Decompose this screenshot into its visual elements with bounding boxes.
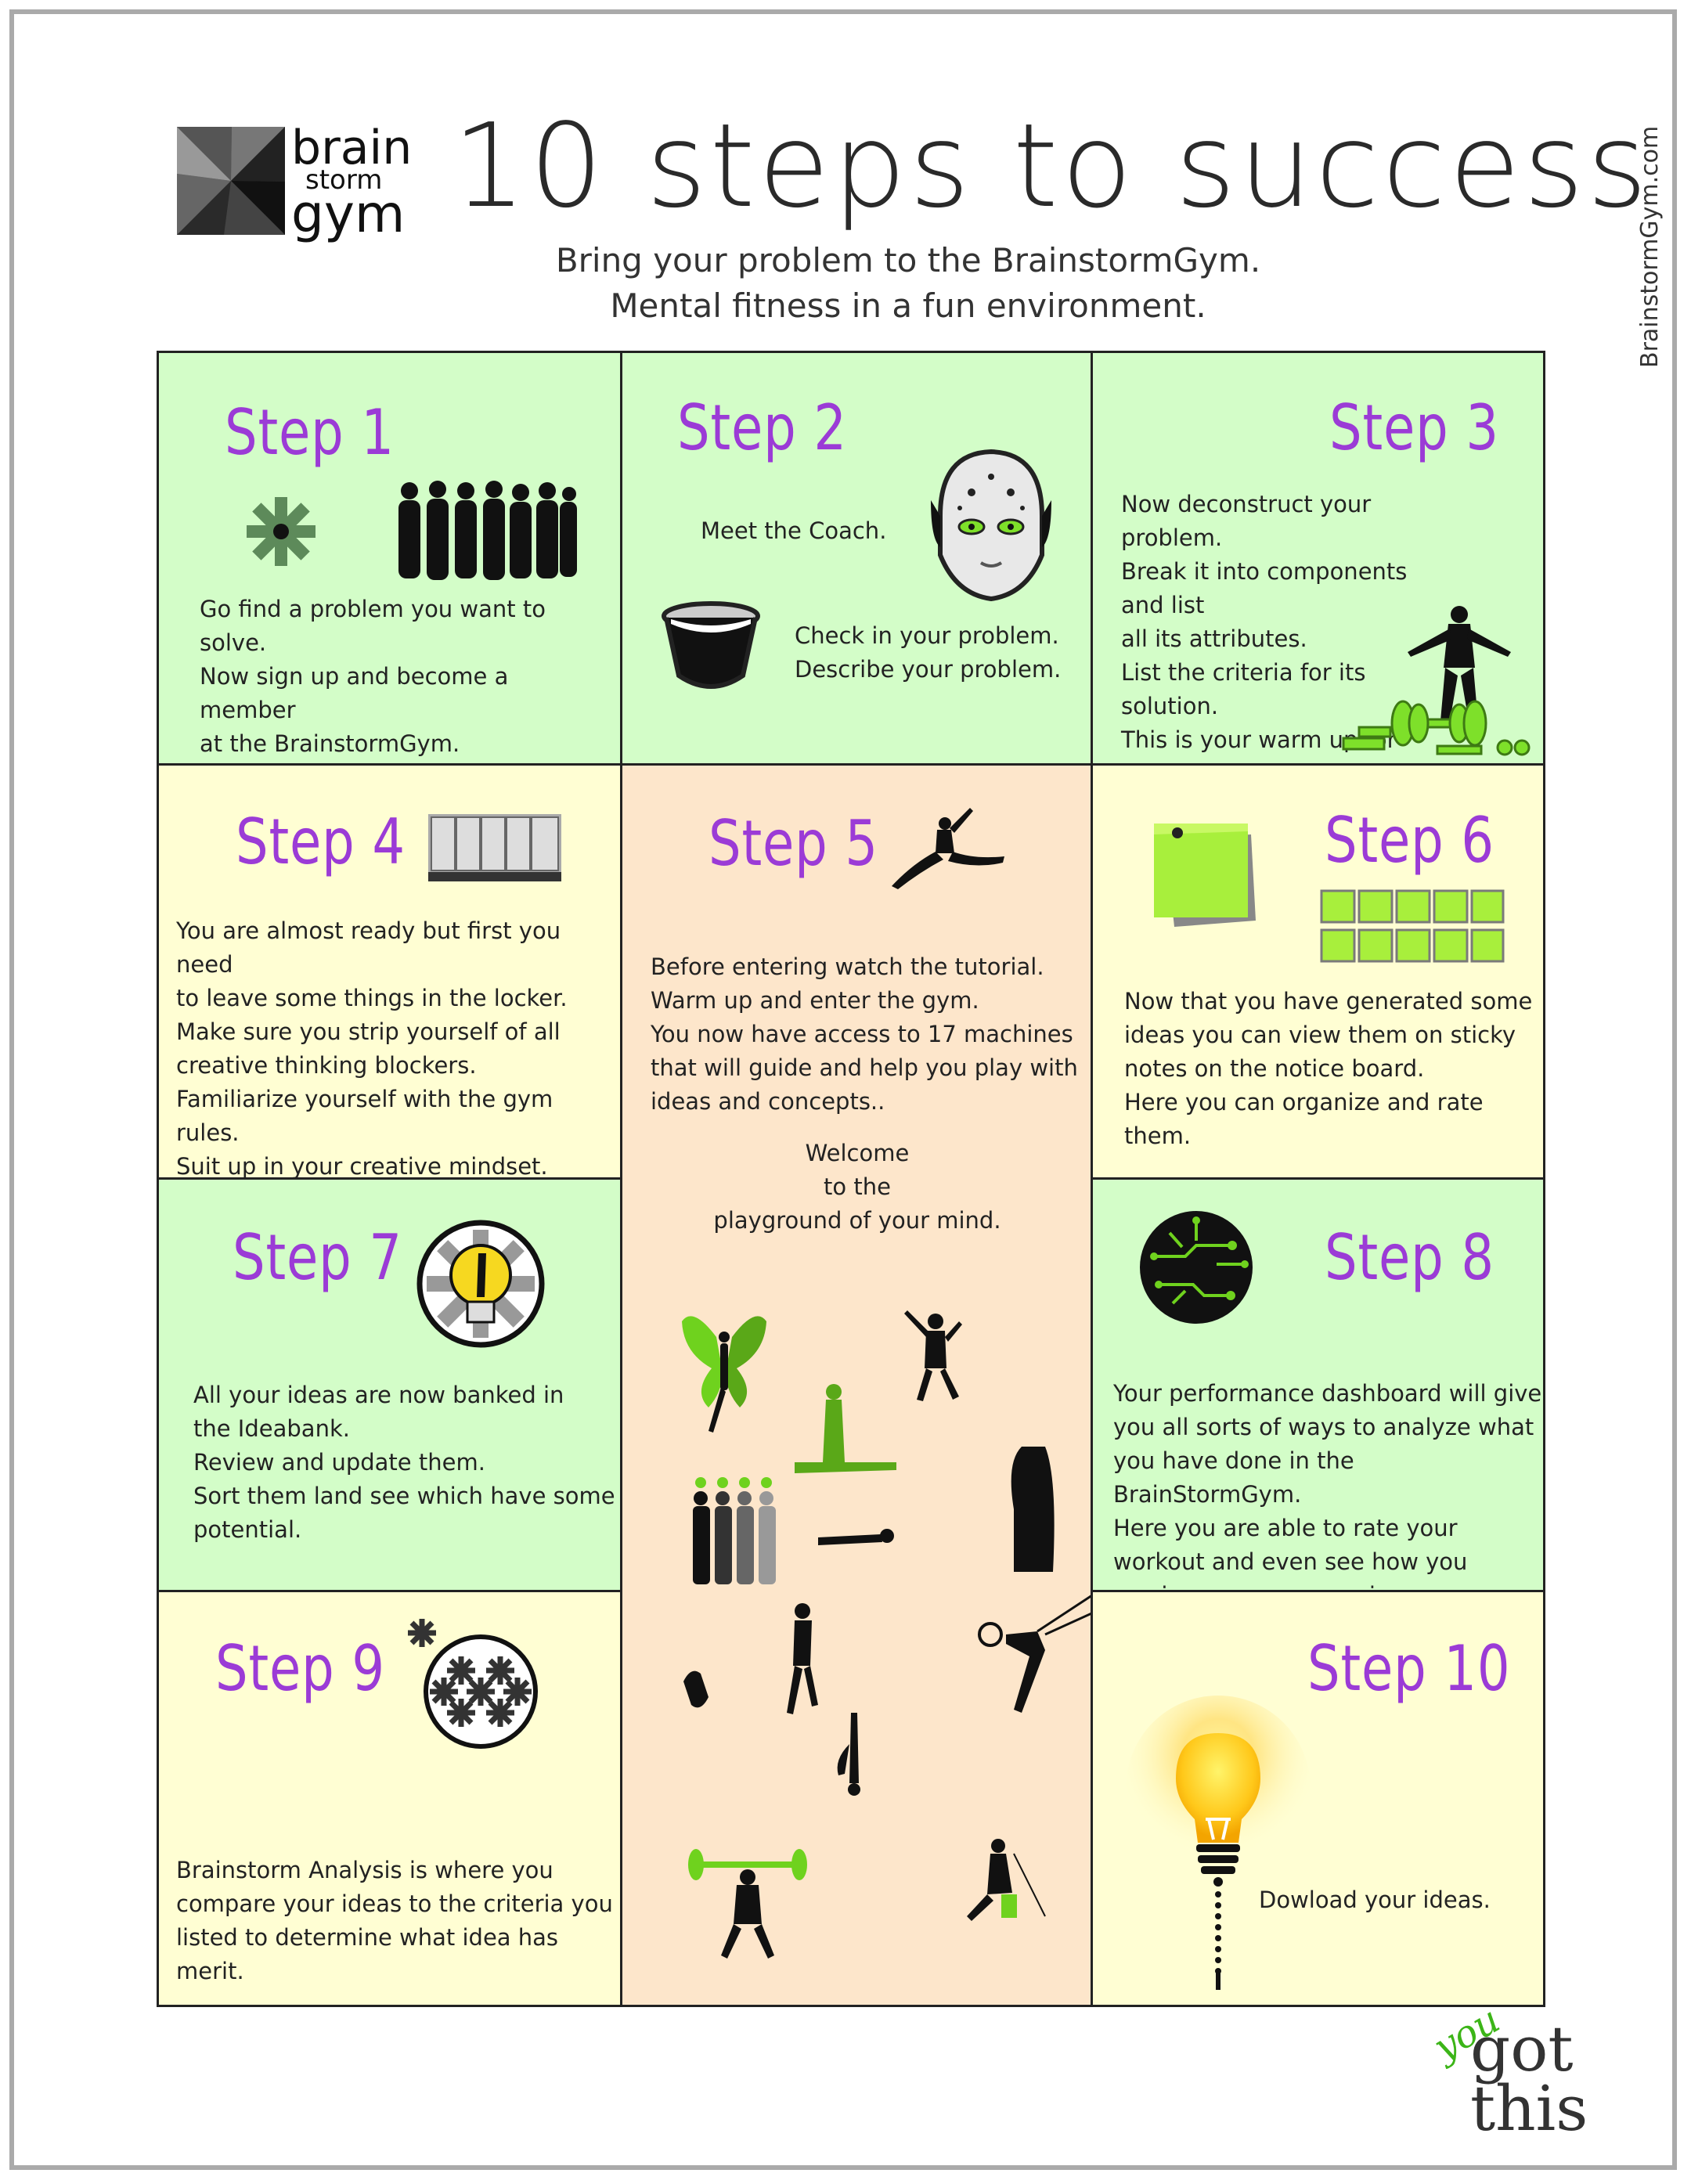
step-9-title: Step 9 bbox=[215, 1632, 385, 1705]
side-url: BrainstormGym.com bbox=[1636, 125, 1664, 368]
footer-got: got bbox=[1470, 2013, 1574, 2085]
step-4-title: Step 4 bbox=[236, 805, 406, 878]
idea-bulb-badge-icon bbox=[416, 1220, 545, 1348]
dumbbells-icon bbox=[1342, 700, 1531, 756]
step-9-text: Brainstorm Analysis is where you compare… bbox=[176, 1857, 613, 1984]
circuit-badge-icon bbox=[1140, 1211, 1253, 1324]
sticky-note-icon bbox=[1154, 824, 1256, 927]
athlete-icon bbox=[1408, 606, 1511, 721]
step-8-text: Your performance dashboard will give you… bbox=[1113, 1380, 1542, 1609]
step-1-cell: Step 1 Go find a problem you want to sol… bbox=[157, 351, 622, 766]
step-3-cell: Step 3 Now deconstruct your problem. Bre… bbox=[1091, 351, 1545, 787]
step-9-cell: Step 9 Brainstorm Analysis is where you … bbox=[157, 1590, 622, 2007]
step-7-title: Step 7 bbox=[233, 1221, 402, 1294]
sticky-notes-grid-icon bbox=[1320, 889, 1505, 963]
subtitle-line-1: Bring your problem to the BrainstormGym. bbox=[555, 241, 1261, 279]
step-6-cell: Step 6 Now that you have generated some … bbox=[1091, 763, 1545, 1180]
step-10-title: Step 10 bbox=[1307, 1632, 1511, 1705]
step-1-title: Step 1 bbox=[225, 396, 395, 469]
step-5-text: Before entering watch the tutorial. Warm… bbox=[651, 953, 1078, 1115]
logo-mark-icon bbox=[177, 127, 285, 235]
logo-wordmark: brain storm gym bbox=[291, 121, 413, 244]
step-5-title: Step 5 bbox=[708, 807, 878, 880]
step-2-cell: Step 2 Meet the Coach. Check in your pro… bbox=[620, 351, 1093, 766]
step-1-text: Go find a problem you want to solve. Now… bbox=[200, 596, 546, 757]
group-silhouette-icon bbox=[398, 481, 577, 580]
gym-figures-icon bbox=[682, 1310, 1098, 1959]
step-10-cell: Step 10 bbox=[1091, 1590, 1545, 2007]
step-4-cell: Step 4 You are almost ready but first yo… bbox=[157, 763, 622, 1213]
page-frame bbox=[9, 9, 1677, 2170]
step-2-coach-text: Meet the Coach. bbox=[701, 517, 887, 544]
step-8-title: Step 8 bbox=[1325, 1221, 1494, 1294]
step-2-title: Step 2 bbox=[677, 391, 847, 464]
subtitle-line-2: Mental fitness in a fun environment. bbox=[610, 287, 1206, 325]
page-title: 10 steps to success bbox=[452, 99, 1651, 233]
step-6-text: Now that you have generated some ideas y… bbox=[1124, 988, 1533, 1149]
snowflake-badge-icon bbox=[408, 1619, 538, 1749]
glowing-bulb-icon bbox=[1126, 1696, 1311, 1990]
step-8-cell: Step 8 Your performance dashboard will g… bbox=[1091, 1177, 1545, 1609]
step-6-title: Step 6 bbox=[1325, 804, 1494, 877]
footer-got-this: got this bbox=[1470, 2013, 1588, 2145]
locker-icon bbox=[428, 814, 561, 881]
step-2-checkin-text: Check in your problem. Describe your pro… bbox=[795, 622, 1062, 683]
step-3-title: Step 3 bbox=[1329, 391, 1499, 464]
logo-storm: storm bbox=[305, 164, 383, 196]
bucket-icon bbox=[662, 601, 760, 689]
logo-brain: brain bbox=[291, 121, 413, 175]
step-10-text: Dowload your ideas. bbox=[1259, 1887, 1491, 1913]
asterisk-icon bbox=[247, 497, 315, 566]
leaping-dancer-icon bbox=[892, 808, 1004, 889]
subtitle: Bring your problem to the BrainstormGym.… bbox=[438, 238, 1378, 329]
steps-grid: Step 1 Go find a problem you want to sol… bbox=[157, 351, 1545, 2007]
footer-this: this bbox=[1470, 2072, 1588, 2145]
step-7-text: All your ideas are now banked in the Ide… bbox=[193, 1382, 615, 1543]
step-4-text: You are almost ready but first you need … bbox=[176, 917, 568, 1213]
brand-logo: brain storm gym bbox=[177, 124, 412, 240]
step-5-welcome: Welcome to the playground of your mind. bbox=[713, 1140, 1001, 1234]
step-7-cell: Step 7 All your ideas are now banked in … bbox=[157, 1177, 622, 1592]
coach-face-icon bbox=[931, 449, 1051, 602]
step-5-cell: Step 5 Before entering watch the tutoria… bbox=[620, 763, 1098, 2007]
logo-gym: gym bbox=[291, 183, 406, 244]
